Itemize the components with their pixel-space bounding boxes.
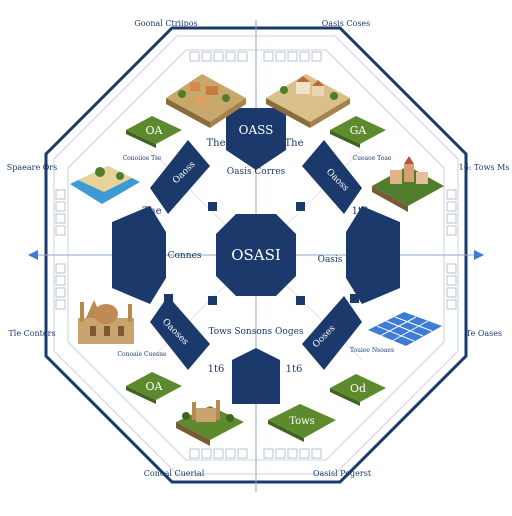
inner-label-left-center: Tle Connes	[151, 251, 202, 261]
outer-label-bottom-left: Conoal Cuerial	[144, 469, 205, 478]
outer-label-right-upper: 16: Tows Ms	[459, 163, 510, 172]
tile-ga-top-right: GA	[330, 116, 386, 148]
inner-label-left-low: 1	[147, 294, 153, 305]
inner-label-right-low: tle	[355, 294, 368, 305]
center-markers	[164, 202, 359, 305]
inner-label-bottom-center: Tows Sonsons Ooges	[208, 327, 303, 337]
ring-segment-br	[302, 296, 362, 370]
center-emblem	[216, 214, 296, 296]
ring-segment-tr	[302, 140, 362, 214]
axis-arrows	[28, 250, 484, 260]
outer-label-top-left: Goonal Ctriipos	[134, 19, 197, 28]
small-label-tr: Cueaoe Toae	[353, 155, 392, 162]
tile-od-label: Od	[350, 382, 366, 395]
outer-label-left-upper: Spaeare Ors	[7, 163, 57, 172]
outer-label-right-lower: Te Oases	[466, 329, 502, 338]
tile-village-top-right	[266, 74, 350, 128]
ring-top-label: OASS	[239, 123, 274, 137]
tile-town-right	[372, 156, 444, 212]
ring-segment-bl	[150, 296, 210, 370]
tile-oa-bottom-left: OA	[126, 372, 182, 404]
ring-bottom-block	[232, 348, 280, 404]
tile-oa-label: OA	[146, 124, 164, 137]
small-label-bl: Conoaie Cuesne	[117, 351, 167, 358]
tile-oa-top-left: OA	[126, 116, 182, 148]
ring-left-block	[112, 206, 166, 304]
arrow-right-icon	[474, 250, 484, 260]
inner-label-right-mid: 1t8	[352, 206, 369, 217]
track-squares	[55, 51, 457, 459]
inner-label-top-right: The	[284, 138, 303, 149]
tile-water-grid-right	[368, 312, 442, 346]
tile-tows-bottom: Tows	[268, 404, 336, 442]
inner-label-top-center: Oasis Corres	[227, 167, 286, 177]
inner-label-bottom-left: 1t6	[208, 364, 225, 375]
outer-label-bottom-right: Oasisl Pogerst	[313, 469, 372, 478]
inner-label-top-left: The	[206, 138, 225, 149]
small-label-tl: Conoiioe Tse	[123, 155, 162, 162]
inner-label-bottom-right: 1t6	[286, 364, 303, 375]
arrow-left-icon	[28, 250, 38, 260]
tile-tows-label: Tows	[289, 416, 315, 427]
tile-od-bottom-right: Od	[330, 374, 386, 406]
outer-label-top-right: Oasis Coses	[322, 19, 371, 28]
tile-oa2-label: OA	[146, 380, 164, 393]
tile-palace-left	[78, 300, 134, 344]
center-title: OSASI	[231, 246, 281, 264]
outer-labels: Goonal Ctriipos Oasis Coses Spaeare Ors …	[7, 19, 510, 478]
tile-castle-bottom	[176, 400, 244, 446]
tile-ga-label: GA	[350, 124, 368, 137]
inner-label-right-center: Oasis	[318, 255, 343, 265]
inner-label-left-mid: The	[142, 206, 161, 217]
outer-label-left-lower: Tle Conters	[8, 329, 55, 338]
tile-beach-left	[70, 166, 140, 204]
small-label-br: Touiee Nsoaes	[350, 347, 394, 354]
center-ring	[112, 108, 400, 404]
ring-top-block	[226, 108, 286, 170]
ring-right-block	[346, 206, 400, 304]
ring-segment-tl	[150, 140, 210, 214]
tile-village-top-left	[166, 74, 246, 128]
